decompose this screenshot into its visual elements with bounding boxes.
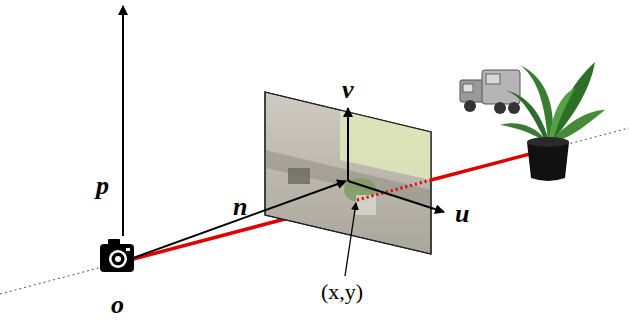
image-plane <box>265 92 431 254</box>
u-axis <box>348 181 444 212</box>
coordinate-label: (x,y) <box>321 281 363 303</box>
n-vector <box>122 181 346 262</box>
axis-label: u <box>455 201 469 227</box>
vector-label: n <box>233 194 247 220</box>
origin-label: o <box>111 292 124 318</box>
axis-label: p <box>96 173 109 199</box>
camera-icon <box>100 239 134 272</box>
p-axis <box>122 6 124 236</box>
red-ray <box>431 150 545 180</box>
red-ray-hidden <box>357 180 431 200</box>
leader-line <box>345 203 356 276</box>
axis-label: v <box>342 77 354 103</box>
v-axis <box>347 108 349 181</box>
plant-illustration <box>500 62 605 181</box>
